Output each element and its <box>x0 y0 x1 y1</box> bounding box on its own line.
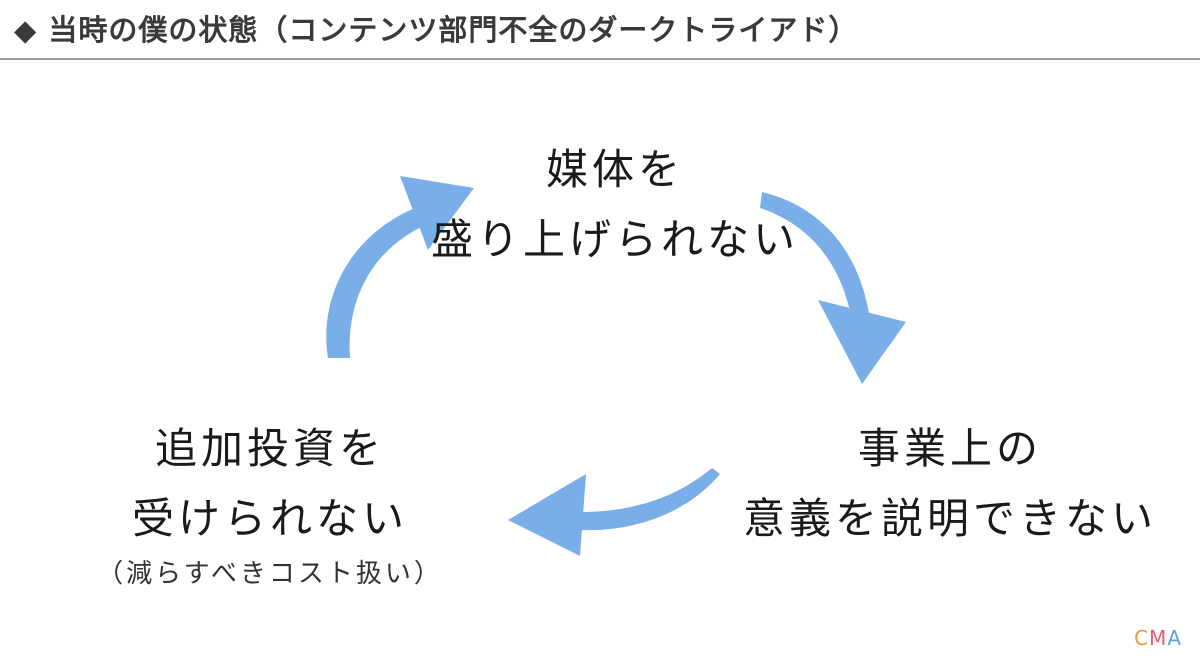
arrow-top-to-right <box>760 192 906 384</box>
slide-title: ◆ 当時の僕の状態（コンテンツ部門不全のダークトライアド） <box>14 13 859 47</box>
node-top-line1: 媒体を <box>545 145 684 194</box>
arrow-left-to-top <box>326 176 474 358</box>
logo-letter-a: A <box>1167 626 1182 650</box>
node-top-line2: 盛り上げられない <box>430 215 799 264</box>
cycle-node-right: 事業上の 意義を説明できない <box>730 414 1170 554</box>
slide-header: ◆ 当時の僕の状態（コンテンツ部門不全のダークトライアド） <box>0 0 1200 60</box>
node-left-line1: 追加投資を <box>154 424 385 473</box>
cycle-node-left: 追加投資を 受けられない （減らすべきコスト扱い） <box>90 414 450 594</box>
node-left-note: （減らすべきコスト扱い） <box>97 559 443 589</box>
node-right-line1: 事業上の <box>857 424 1042 473</box>
cma-logo: CMA <box>1134 626 1182 650</box>
arrow-right-to-left <box>508 468 720 556</box>
logo-letter-c: C <box>1134 626 1150 650</box>
logo-letter-m: M <box>1149 626 1168 650</box>
node-left-line2: 受けられない <box>131 494 408 543</box>
node-right-line2: 意義を説明できない <box>742 494 1157 543</box>
cycle-node-top: 媒体を 盛り上げられない <box>420 135 810 275</box>
